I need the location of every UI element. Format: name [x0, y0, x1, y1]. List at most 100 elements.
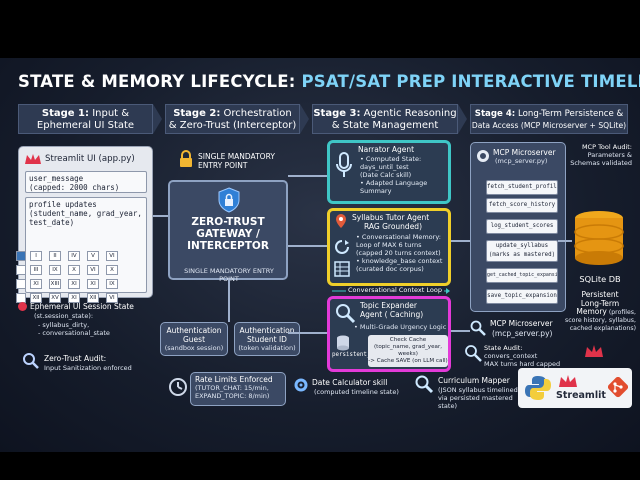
- rate-limits-title: Rate Limits Enforced: [195, 375, 273, 384]
- unchecked-checkbox[interactable]: [16, 265, 26, 275]
- syllabus-checkbox[interactable]: XI: [68, 279, 80, 289]
- state-audit-title: State Audit:: [484, 344, 523, 352]
- bottom-letterbox: [0, 452, 640, 480]
- profile-updates-label: profile updates: [29, 200, 97, 209]
- tool-update-syllabus[interactable]: update_syllabus (marks as mastered): [486, 240, 558, 262]
- map-pin-icon: [336, 214, 346, 228]
- memory-line-1: Persistent: [581, 290, 619, 299]
- syllabus-checkbox[interactable]: IX: [106, 279, 118, 289]
- gateway-title-3: INTERCEPTOR: [187, 240, 269, 252]
- rate-limit-expand: EXPAND_TOPIC: 8/min): [195, 392, 270, 400]
- connector-gateway-to-tutor: [288, 245, 327, 247]
- unchecked-checkbox[interactable]: [16, 279, 26, 289]
- connector-gateway-to-narrator: [288, 175, 327, 177]
- auth-guest-title: Authentication: [166, 326, 222, 335]
- syllabus-checkbox[interactable]: II: [49, 251, 61, 261]
- streamlit-crown-icon: [585, 345, 603, 357]
- topic-expander-agent-box: Topic Expander Agent ( Caching) • Multi-…: [327, 296, 451, 372]
- profile-fields-text-2: test_date): [29, 218, 75, 227]
- sqlite-db-title: SQLite DB: [579, 274, 621, 284]
- syllabus-checkbox[interactable]: XI: [68, 293, 80, 303]
- gateway-title-1: ZERO-TRUST: [191, 216, 265, 228]
- syllabus-checkbox[interactable]: I: [30, 251, 42, 261]
- syllabus-checkbox[interactable]: XV: [49, 293, 61, 303]
- tool-update-syllabus-label: update_syllabus: [495, 243, 549, 249]
- streamlit-crown-icon: [25, 154, 41, 164]
- topic-expander-title: Topic Expander: [360, 301, 417, 310]
- syllabus-checkbox[interactable]: X: [106, 265, 118, 275]
- tool-save-topic-expansion[interactable]: save_topic_expansion: [486, 289, 558, 304]
- zero-trust-gateway: ZERO-TRUST GATEWAY / INTERCEPTOR SINGLE …: [168, 180, 288, 283]
- stage-1-header: Stage 1: Input &Ephemeral UI State: [18, 104, 153, 134]
- agent-detail-line: (capped 20 turns context): [356, 249, 441, 257]
- stage-3-header: Stage 3: Agentic Reasoning& State Manage…: [312, 104, 458, 134]
- magnifier-icon: [23, 353, 39, 369]
- syllabus-checkbox[interactable]: XI: [30, 279, 42, 289]
- syllabus-checkbox[interactable]: XII: [30, 293, 42, 303]
- mcp-title: MCP Microserver: [493, 148, 556, 157]
- user-message-field[interactable]: user_message (capped: 2000 chars): [25, 171, 147, 193]
- python-logo-icon: [525, 376, 551, 400]
- syllabus-checkbox[interactable]: VI: [106, 251, 118, 261]
- urgency-logic-text: • Multi-Grade Urgency Logic: [354, 323, 447, 331]
- connector-ui-to-gateway: [153, 215, 168, 217]
- streamlit-ui-panel: Streamlit UI (app.py) user_message (capp…: [18, 146, 153, 298]
- curriculum-mapper-note-3: state): [438, 402, 458, 410]
- syllabus-tutor-sub: RAG Grounded): [364, 222, 422, 231]
- state-audit-line-2: convers_context: [484, 352, 538, 360]
- stage-arrow-icon: [300, 104, 309, 134]
- syllabus-checkbox[interactable]: VI: [106, 293, 118, 303]
- tool-get-cached-topic-expansion[interactable]: get_cached_topic_expansion: [486, 268, 558, 283]
- syllabus-tutor-title: Syllabus Tutor Agent: [352, 213, 430, 222]
- mcp-sub: (mcp_server.py): [495, 157, 548, 165]
- syllabus-checkbox[interactable]: V: [87, 251, 99, 261]
- checked-checkbox[interactable]: [16, 251, 26, 261]
- tool-log-student-scores[interactable]: log_student_scores: [486, 219, 558, 234]
- auth-student-title: Authentication: [239, 326, 295, 335]
- session-item: - conversational_state: [38, 329, 110, 337]
- syllabus-tutor-agent-box: Syllabus Tutor Agent RAG Grounded) • Con…: [327, 208, 451, 286]
- narrator-agent-title: Narrator Agent: [358, 145, 415, 154]
- entry-point-label: SINGLE MANDATORY: [198, 152, 275, 161]
- syllabus-checkbox[interactable]: VI: [87, 265, 99, 275]
- syllabus-checkbox[interactable]: IV: [68, 251, 80, 261]
- syllabus-checkbox[interactable]: XI: [87, 279, 99, 289]
- tool-update-syllabus-note: (marks as mastered): [488, 252, 556, 258]
- git-logo-icon: [608, 377, 628, 398]
- rate-limits-box: Rate Limits Enforced (TUTOR_CHAT: 15/min…: [190, 372, 286, 406]
- syllabus-checkbox[interactable]: X: [68, 265, 80, 275]
- padlock-icon: [180, 150, 192, 167]
- syllabus-checkbox[interactable]: XIII: [49, 279, 61, 289]
- state-audit-line-3: MAX turns hard capped: [484, 360, 561, 368]
- agent-detail-line: • Computed State:: [360, 155, 422, 163]
- sqlite-db-label: SQLite DB: [568, 274, 632, 284]
- crown-bullet-icon: [18, 302, 27, 311]
- curriculum-mapper-title: Curriculum Mapper: [438, 376, 510, 385]
- session-state-title: Ephemeral UI Session State: [30, 302, 134, 311]
- curriculum-mapper-note-2: via persisted mastered: [438, 394, 513, 402]
- sqlite-database-icon: [574, 211, 624, 265]
- narrator-agent-details: • Computed State:days_until_test(Date Ca…: [360, 155, 427, 195]
- gear-icon: [477, 150, 489, 162]
- tool-audit-title: MCP Tool Audit:: [581, 143, 632, 151]
- agent-detail-line: Loop of MAX 6 turns: [356, 241, 422, 249]
- stage-2-header: Stage 2: Orchestration& Zero-Trust (Inte…: [165, 104, 300, 134]
- zero-trust-audit-title: Zero-Trust Audit:: [44, 354, 107, 363]
- auth-student-note: (token validation): [238, 344, 296, 352]
- refresh-cycle-icon: [335, 240, 349, 254]
- tool-fetch-student-profile[interactable]: fetch_student_profile: [486, 180, 558, 195]
- tool-fetch-score-history[interactable]: fetch_score_history: [486, 198, 558, 213]
- connector-gateway-to-expander: [288, 332, 327, 334]
- agent-detail-line: (Date Calc skill): [360, 171, 412, 179]
- tool-audit-line-3: Schemas validated: [570, 159, 632, 167]
- agent-detail-line: • Conversational Memory:: [356, 233, 441, 241]
- syllabus-checkbox[interactable]: III: [30, 265, 42, 275]
- shield-lock-icon: [218, 187, 240, 213]
- syllabus-checkbox[interactable]: IX: [49, 265, 61, 275]
- syllabus-checkbox[interactable]: XII: [87, 293, 99, 303]
- date-calculator-title: Date Calculator skill: [312, 378, 388, 387]
- timer-icon: [169, 378, 187, 396]
- mcp-microserver-2-title: MCP Microserver: [490, 319, 553, 328]
- context-loop-label: Conversational Context Loop: [346, 286, 444, 294]
- gateway-note: SINGLE MANDATORY ENTRY POINT: [184, 267, 274, 283]
